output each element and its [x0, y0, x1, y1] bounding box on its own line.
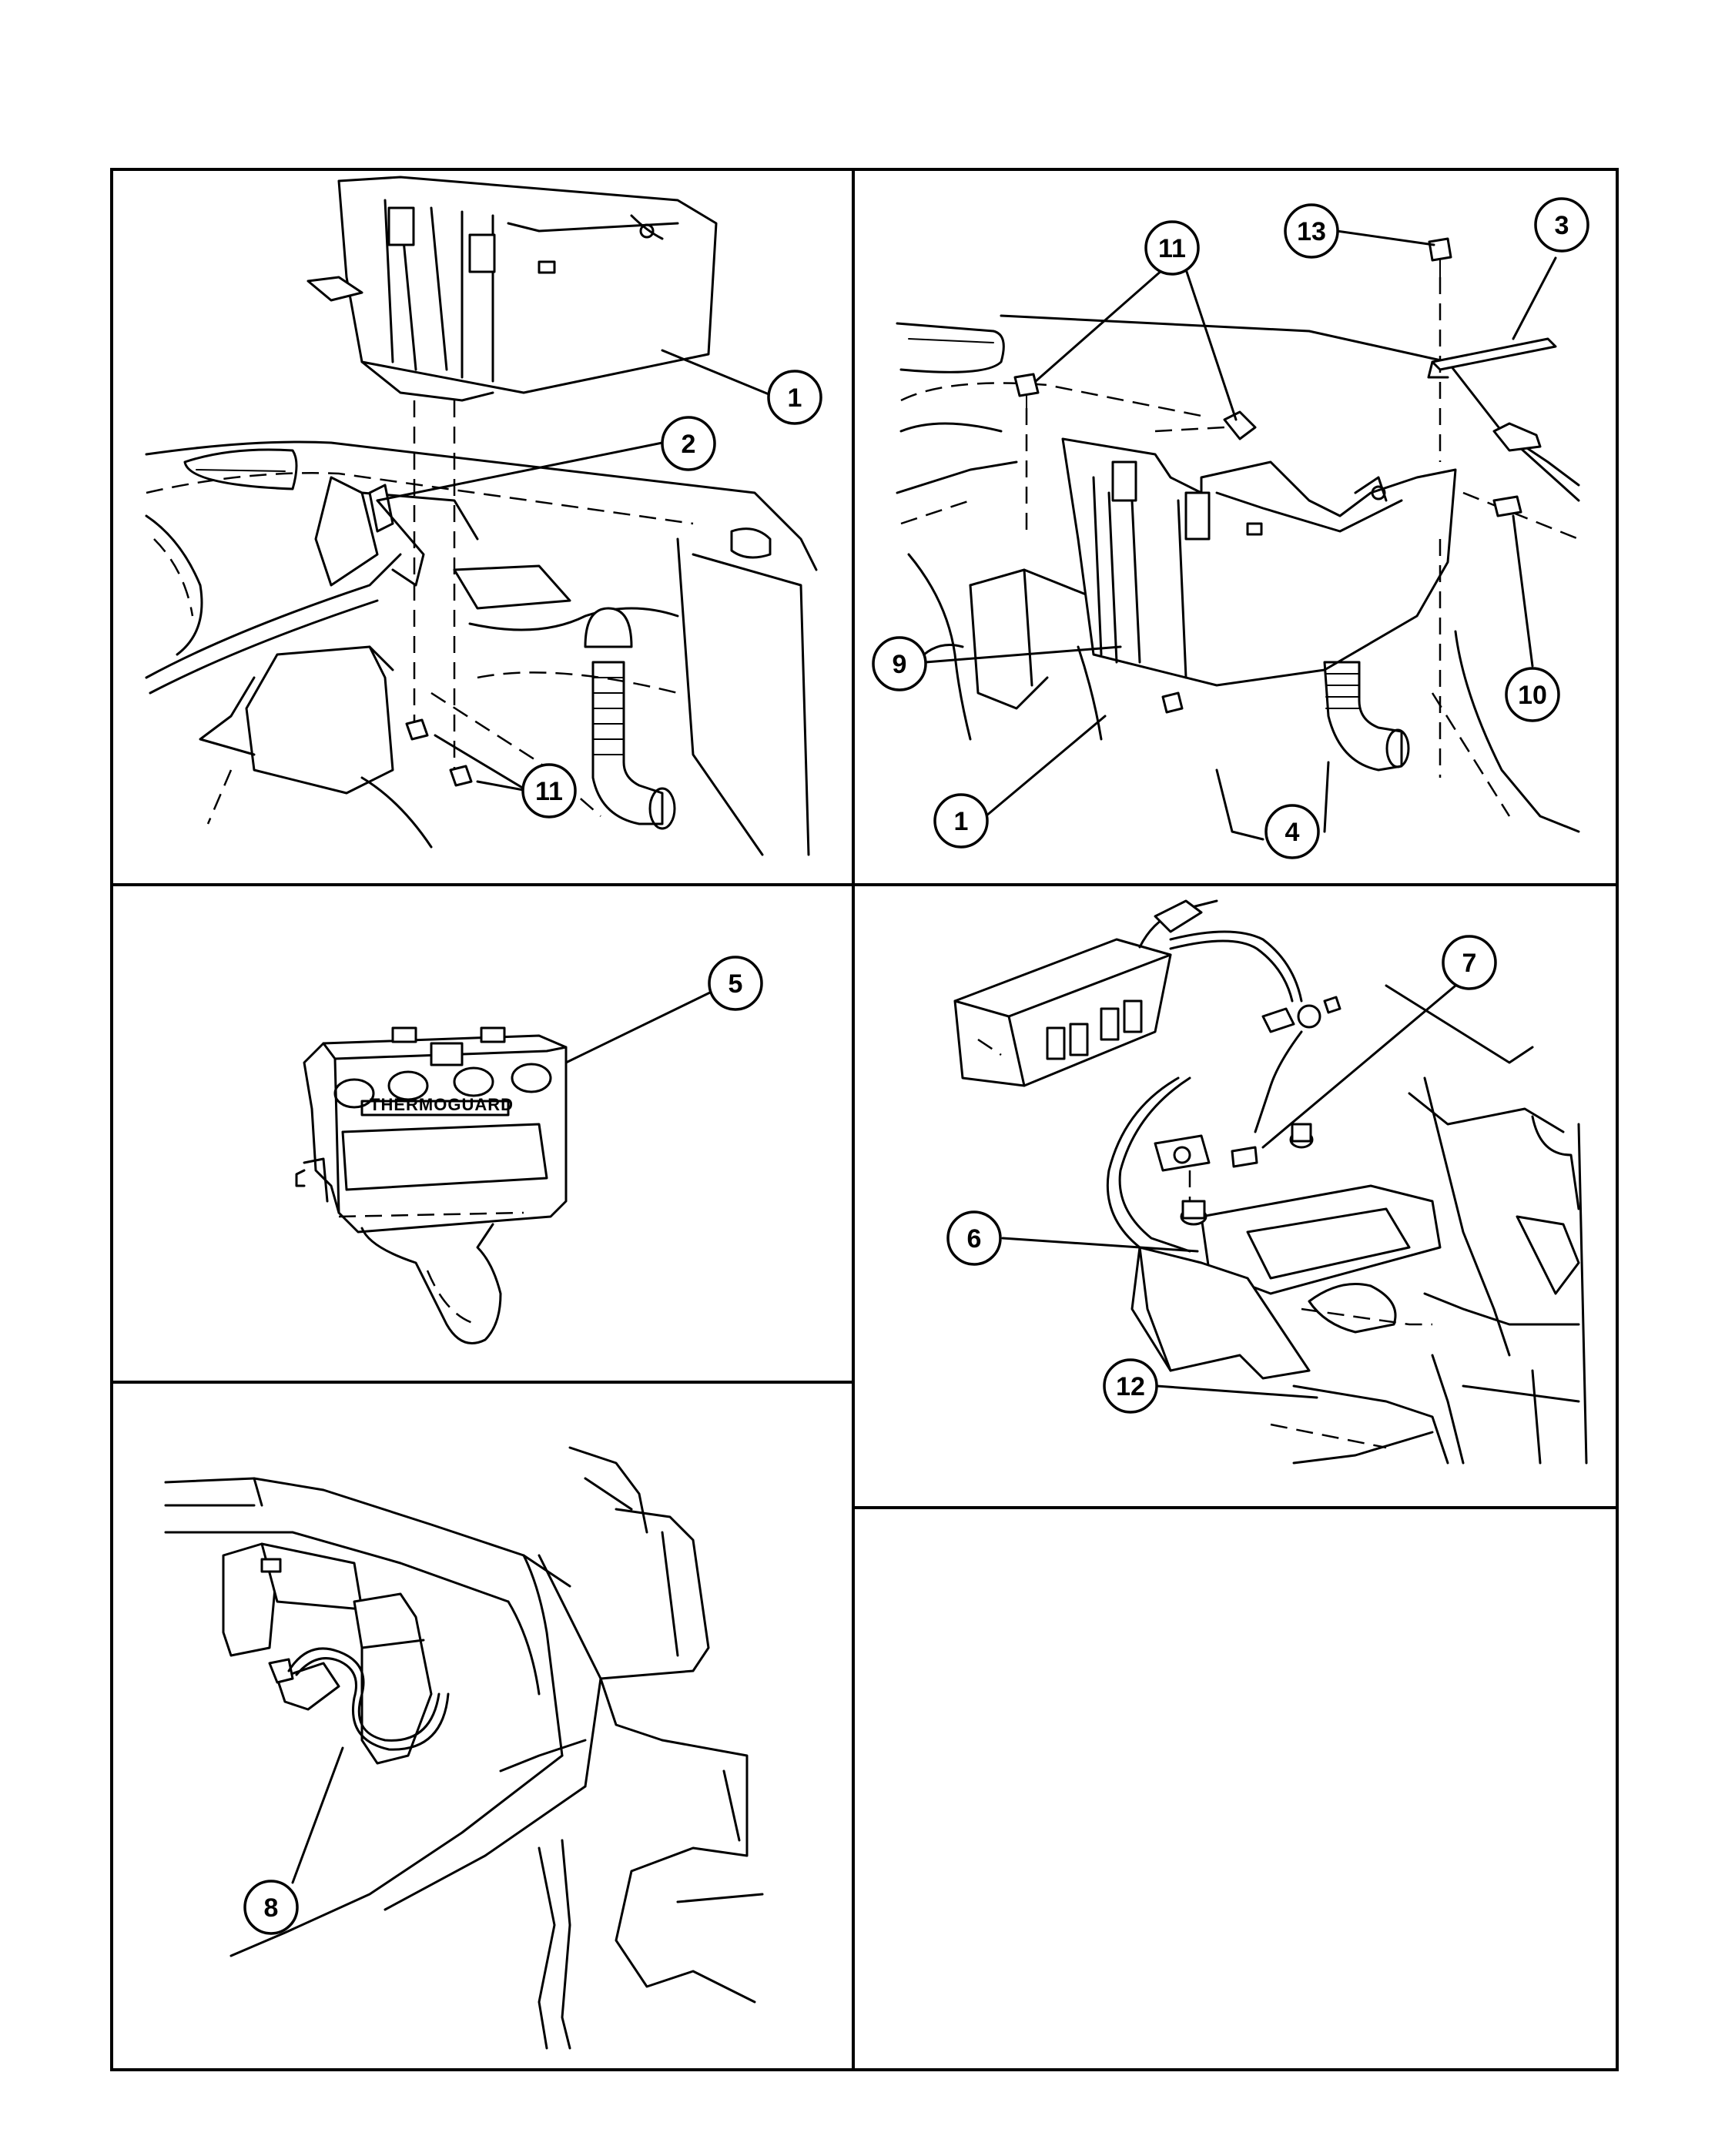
callout-2-panel-1: 2: [661, 416, 716, 471]
callout-label: 9: [893, 650, 907, 679]
callout-label: 11: [535, 777, 563, 806]
callout-label: 8: [264, 1893, 279, 1923]
power-distribution-center: [953, 938, 1172, 1087]
panel-sensor-wiring: [164, 1446, 764, 2050]
callout-11-panel-1: 11: [521, 763, 577, 819]
callout-1-panel-2: 1: [933, 793, 989, 849]
callout-label: 4: [1285, 818, 1300, 847]
callout-13-panel-2: 13: [1284, 203, 1339, 259]
callout-5-panel-3: 5: [708, 956, 763, 1011]
battery: [1180, 1123, 1442, 1334]
callout-label: 3: [1555, 211, 1569, 240]
callout-label: 6: [967, 1224, 982, 1254]
callout-label: 2: [682, 430, 696, 459]
panel-thermoguard-module: THERMOGUARD: [295, 990, 713, 1344]
callout-label: 13: [1297, 217, 1326, 246]
battery-tray-installed: [1061, 437, 1457, 687]
callout-label: 10: [1518, 681, 1547, 710]
module-logo-text: THERMOGUARD: [370, 1095, 514, 1114]
callout-12-panel-4: 12: [1103, 1358, 1158, 1414]
callout-8-panel-5: 8: [243, 1880, 299, 1935]
callout-3-panel-2: 3: [1534, 197, 1589, 253]
battery-tray: [306, 176, 718, 402]
callout-label: 7: [1462, 949, 1477, 978]
callout-1-panel-1: 1: [767, 370, 822, 425]
callout-11-panel-2: 11: [1144, 220, 1200, 276]
callout-label: 1: [788, 383, 802, 413]
callout-9-panel-2: 9: [872, 636, 927, 691]
intake-hose-installed: [1323, 661, 1410, 772]
callout-label: 5: [729, 969, 743, 999]
panel-tray-removal: [145, 176, 818, 856]
intake-hose: [584, 607, 676, 830]
callout-label: 1: [954, 807, 969, 836]
panel-tray-installation: [896, 229, 1580, 841]
callout-label: 11: [1158, 234, 1186, 263]
panel-battery-cables: [953, 899, 1588, 1465]
callout-10-panel-2: 10: [1505, 667, 1560, 722]
callout-6-panel-4: 6: [946, 1210, 1002, 1266]
callout-7-panel-4: 7: [1442, 935, 1497, 990]
callout-label: 12: [1116, 1372, 1145, 1401]
callout-4-panel-2: 4: [1264, 804, 1320, 859]
panel-frame: [110, 168, 1619, 2071]
